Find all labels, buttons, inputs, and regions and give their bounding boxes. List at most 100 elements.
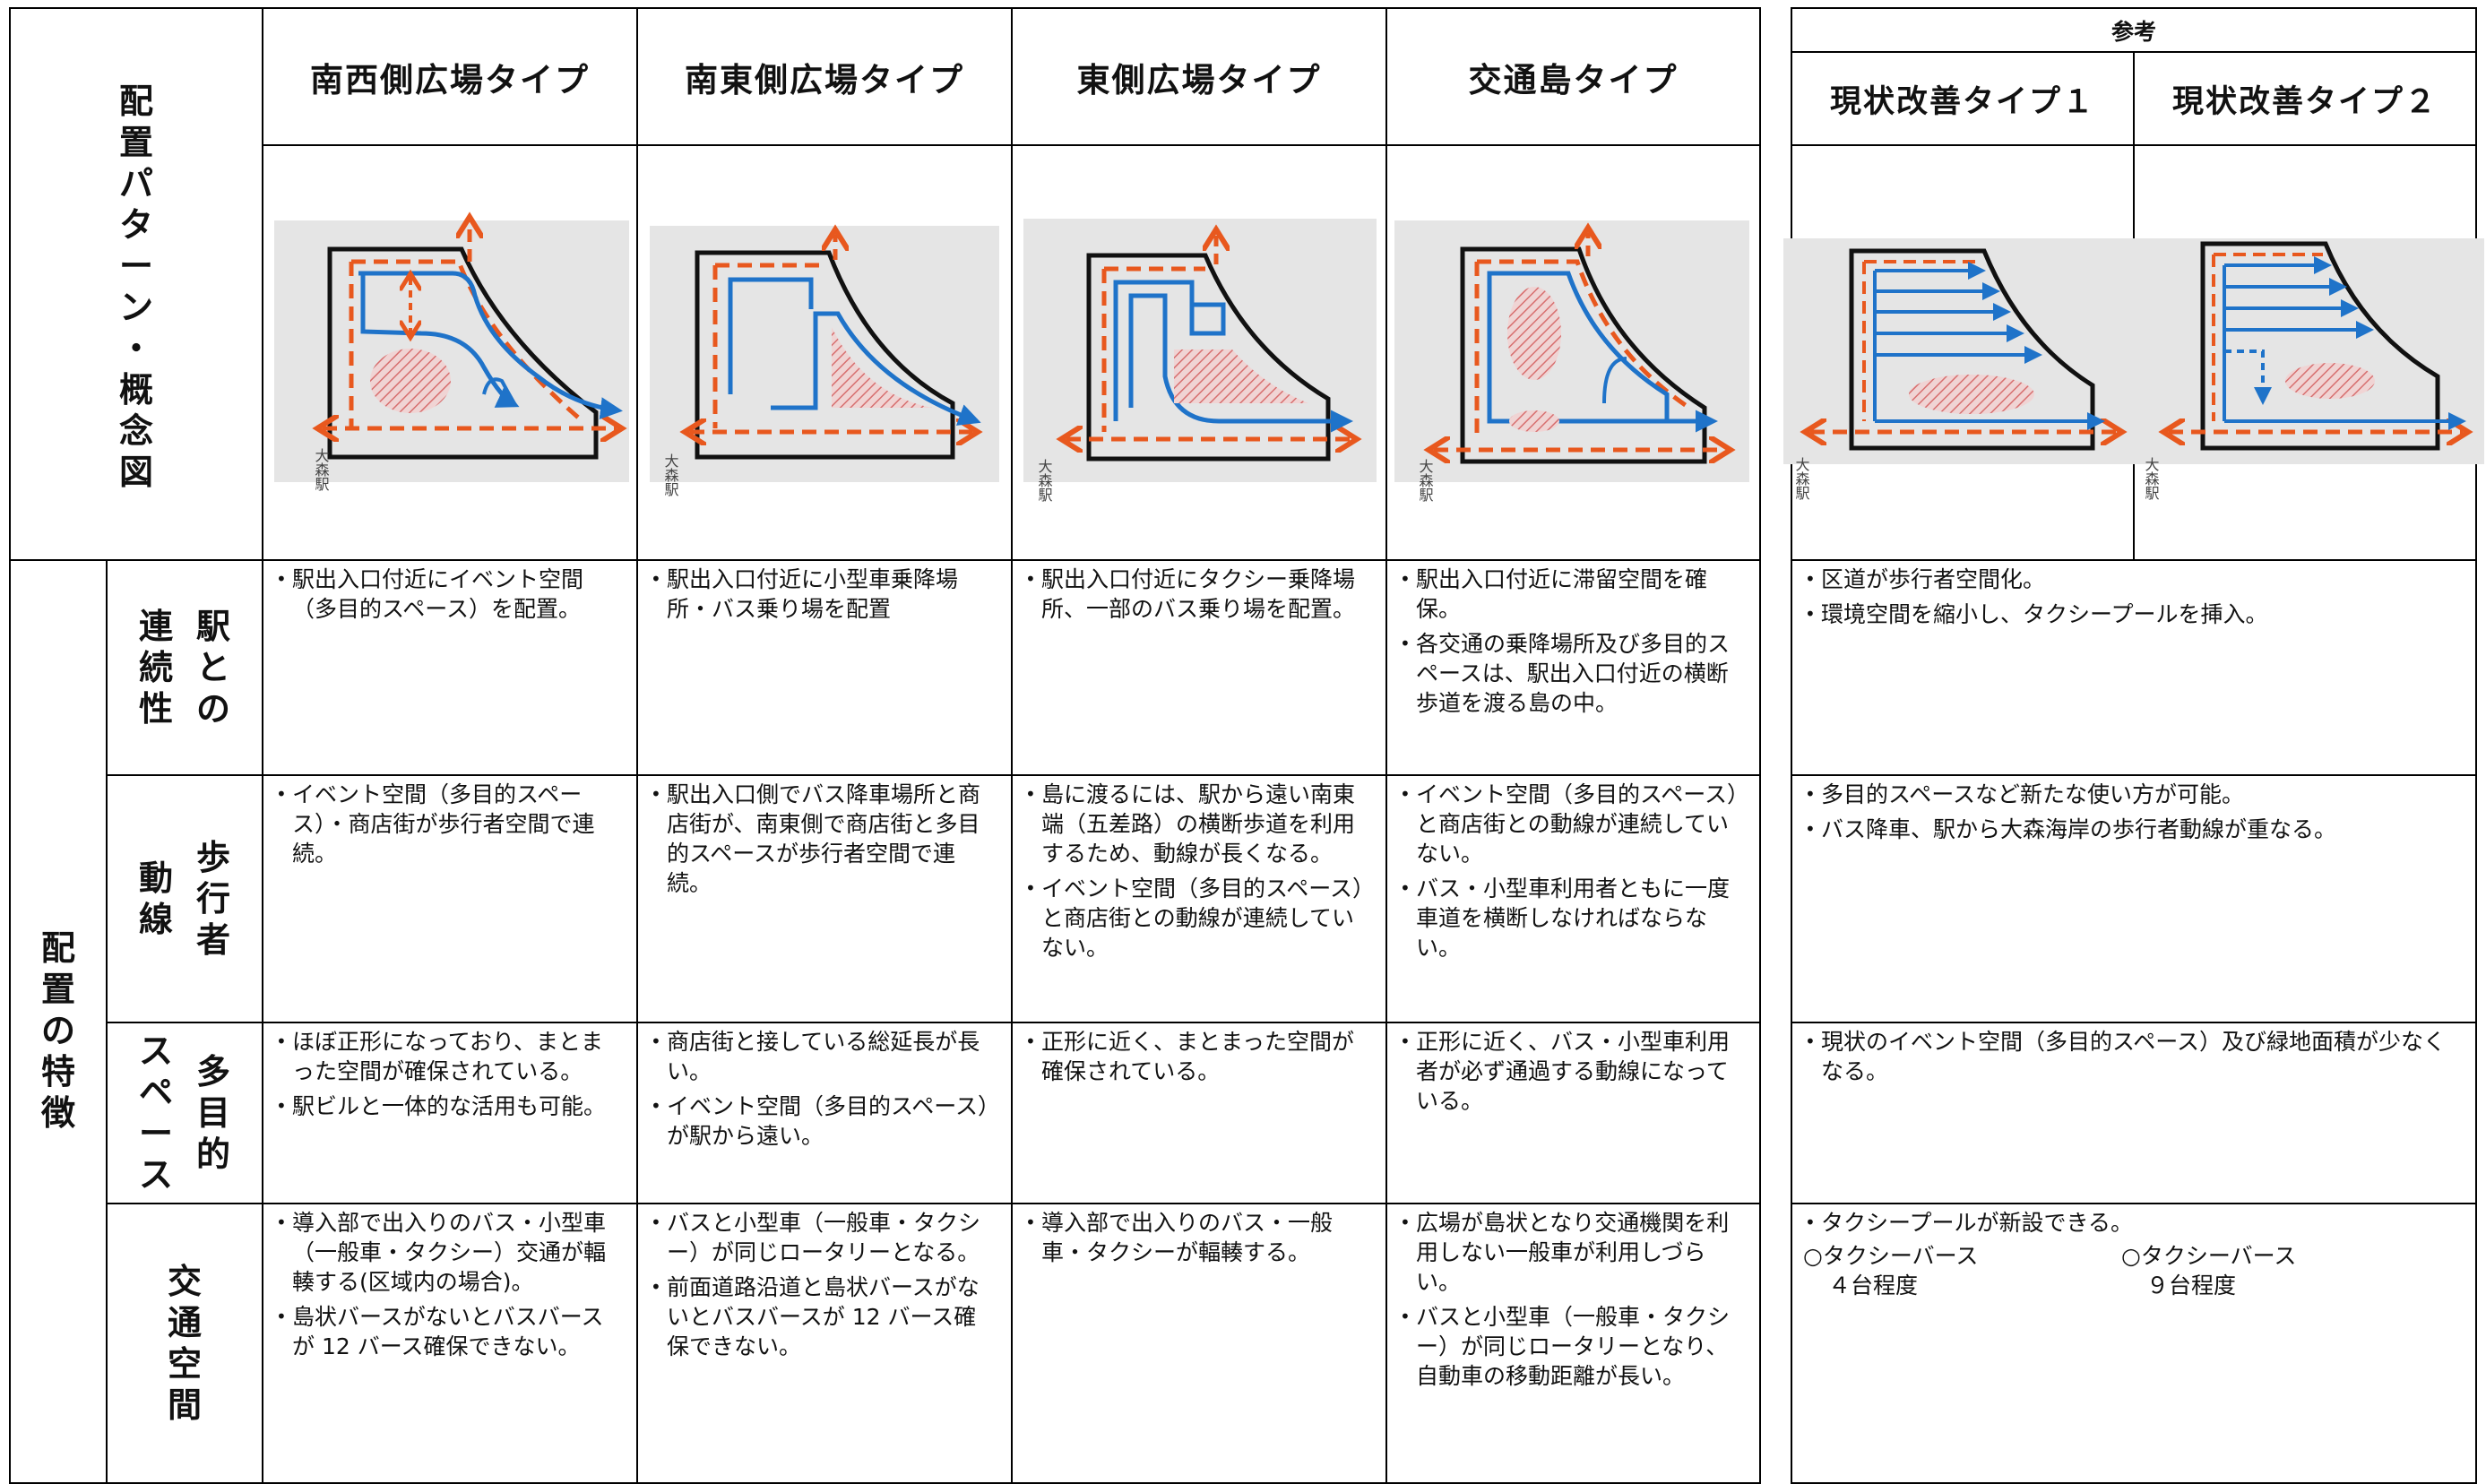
label-char: 続 [138, 648, 173, 687]
label-char: ・ [118, 329, 153, 368]
reference-cell: 区道が歩行者空間化。環境空間を縮小し、タクシープールを挿入。 [1803, 565, 2466, 634]
label-char: 性 [138, 689, 173, 729]
feature-item: イベント空間（多目的スペース）が駅から遠い。 [649, 1091, 998, 1151]
feature-item: ほぼ正形になっており、まとまった空間が確保されている。 [274, 1027, 624, 1086]
col-header-improve-1: 現状改善タイプ１ [1829, 83, 2095, 120]
feature-cell: ほぼ正形になっており、まとまった空間が確保されている。駅ビルと一体的な活用も可能… [274, 1027, 624, 1126]
row-label: 多目的スペース [108, 1023, 262, 1203]
ref-border-bottom [1791, 1482, 2477, 1484]
label-char: 配 [118, 82, 153, 121]
reference-item: 環境空間を縮小し、タクシープールを挿入。 [1803, 600, 2466, 629]
label-char: 多 [196, 1052, 231, 1091]
feature-cell: イベント空間（多目的スペース）・商店街が歩行者空間で連続。 [274, 780, 624, 874]
diagram-southeast: 大森駅 [662, 235, 978, 496]
taxi-berth-title-2: ○タクシーバース [2121, 1243, 2297, 1269]
feature-item: 駅出入口付近にタクシー乗降場所、一部のバス乗り場を配置。 [1023, 565, 1373, 624]
feature-item: 正形に近く、まとまった空間が確保されている。 [1023, 1027, 1373, 1086]
ref-border-right [2475, 7, 2477, 1484]
label-char: ン [118, 288, 153, 327]
label-char: の [40, 1011, 75, 1050]
diagram-improve-1: 大森駅 [1793, 248, 2118, 500]
row-label: 歩行者動線 [108, 776, 262, 1022]
label-char: 通 [167, 1303, 202, 1342]
reference-cell: 現状のイベント空間（多目的スペース）及び緑地面積が少なくなる。 [1803, 1027, 2466, 1091]
taxi-berth-title-1: ○タクシーバース [1803, 1243, 1979, 1269]
label-char: 歩 [196, 838, 231, 877]
feature-cell: バスと小型車（一般車・タクシー）が同じロータリーとなる。前面道路沿道と島状バース… [649, 1208, 998, 1367]
label-char: 徴 [40, 1093, 75, 1133]
feature-cell: 駅出入口付近にタクシー乗降場所、一部のバス乗り場を配置。 [1023, 565, 1373, 629]
label-char: 間 [167, 1385, 202, 1425]
label-char: ス [138, 1155, 173, 1195]
col-header-traffic-island: 交通島タイプ [1468, 60, 1679, 99]
divider [1791, 1022, 2477, 1023]
label-char: 配 [40, 928, 75, 968]
label-char: 動 [138, 858, 173, 898]
col-header-east: 東側広場タイプ [1076, 60, 1322, 99]
label-char: 行 [196, 879, 231, 919]
divider [1011, 7, 1013, 1484]
border-right [1759, 7, 1761, 1484]
feature-item: 駅出入口付近に小型車乗降場所・バス乗り場を配置 [649, 565, 998, 624]
feature-cell: 広場が島状となり交通機関を利用しない一般車が利用しづらい。バスと小型車（一般車・… [1398, 1208, 1748, 1396]
feature-item: 駅出入口側でバス降車場所と商店街が、南東側で商店街と多目的スペースが歩行者空間で… [649, 780, 998, 898]
ref-border-left [1791, 7, 1792, 1484]
station-label: 大森駅 [2143, 457, 2160, 500]
divider [106, 1203, 1761, 1204]
feature-item: 正形に近く、バス・小型車利用者が必ず通過する動線になっている。 [1398, 1027, 1748, 1116]
label-char: 置 [118, 123, 153, 162]
label-char: の [196, 689, 231, 729]
feature-cell: 島に渡るには、駅から遠い南東端（五差路）の横断歩道を利用するため、動線が長くなる… [1023, 780, 1373, 968]
feature-cell: 商店街と接している総延長が長い。イベント空間（多目的スペース）が駅から遠い。 [649, 1027, 998, 1156]
reference-item: バス降車、駅から大森海岸の歩行者動線が重なる。 [1803, 815, 2466, 844]
label-char: ー [138, 1114, 173, 1153]
feature-item: 島状バースがないとバスバースが 12 バース確保できない。 [274, 1302, 624, 1361]
label-char: パ [118, 164, 153, 203]
feature-item: 広場が島状となり交通機関を利用しない一般車が利用しづらい。 [1398, 1208, 1748, 1297]
station-label: 大森駅 [1793, 457, 1810, 500]
col-header-southwest: 南西側広場タイプ [310, 60, 590, 99]
taxi-berth-count-2: ９台程度 [2146, 1273, 2237, 1298]
divider [1791, 559, 2477, 561]
feature-item: イベント空間（多目的スペース）と商店街との動線が連続していない。 [1023, 874, 1373, 962]
feature-item: バス・小型車利用者ともに一度車道を横断しなければならない。 [1398, 874, 1748, 962]
feature-item: 駅ビルと一体的な活用も可能。 [274, 1091, 624, 1121]
label-char: 特 [40, 1052, 75, 1091]
feature-item: イベント空間（多目的スペース）と商店街との動線が連続していない。 [1398, 780, 1748, 868]
diagram-traffic-island: 大森駅 [1417, 233, 1726, 502]
diagram-east: 大森駅 [1036, 235, 1352, 502]
divider [1385, 7, 1387, 1484]
label-char: 目 [196, 1093, 231, 1133]
station-label: 大森駅 [1036, 459, 1053, 502]
feature-item: 商店街と接している総延長が長い。 [649, 1027, 998, 1086]
station-label: 大森駅 [662, 453, 679, 496]
label-char: 空 [167, 1344, 202, 1384]
label-char: 図 [118, 453, 153, 492]
label-char: 念 [118, 411, 153, 451]
feature-item: 前面道路沿道と島状バースがないとバスバースが 12 バース確保できない。 [649, 1273, 998, 1361]
reference-item: タクシープールが新設できる。 [1803, 1208, 2466, 1238]
row-label-pattern: 配置パターン・概念図 [11, 82, 262, 492]
label-char: 概 [118, 370, 153, 410]
reference-item: 現状のイベント空間（多目的スペース）及び緑地面積が少なくなる。 [1803, 1027, 2466, 1086]
label-char: ー [118, 246, 153, 286]
feature-cell: 正形に近く、バス・小型車利用者が必ず通過する動線になっている。 [1398, 1027, 1748, 1121]
divider [1791, 144, 2477, 146]
label-char: 置 [40, 970, 75, 1009]
divider [262, 144, 1761, 146]
label-char: 線 [138, 900, 173, 939]
diagram-southwest: 大森駅 [313, 222, 619, 491]
label-char: ス [138, 1031, 173, 1071]
feature-item: バスと小型車（一般車・タクシー）が同じロータリーとなり、自動車の移動距離が長い。 [1398, 1302, 1748, 1391]
feature-item: 導入部で出入りのバス・一般車・タクシーが輻輳する。 [1023, 1208, 1373, 1267]
label-char: ペ [138, 1073, 173, 1112]
label-char: タ [118, 205, 153, 245]
feature-item: 各交通の乗降場所及び多目的スペースは、駅出入口付近の横断歩道を渡る島の中。 [1398, 629, 1748, 718]
feature-item: 島に渡るには、駅から遠い南東端（五差路）の横断歩道を利用するため、動線が長くなる… [1023, 780, 1373, 868]
reference-item: 区道が歩行者空間化。 [1803, 565, 2466, 594]
feature-cell: 駅出入口付近にイベント空間（多目的スペース）を配置。 [274, 565, 624, 629]
feature-cell: イベント空間（多目的スペース）と商店街との動線が連続していない。バス・小型車利用… [1398, 780, 1748, 968]
